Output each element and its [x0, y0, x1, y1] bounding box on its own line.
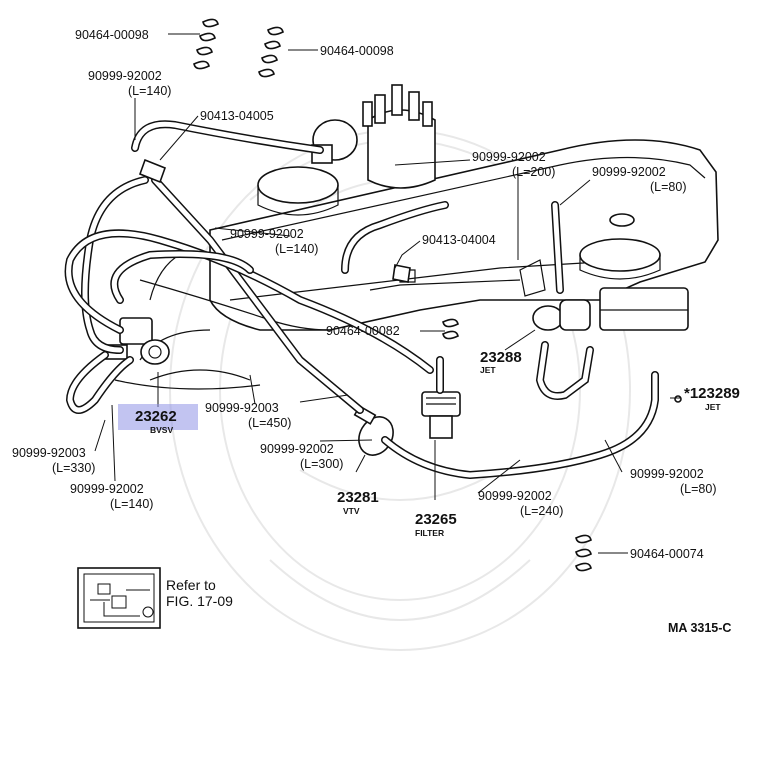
label-hose-1: 90999-92002: [88, 69, 162, 83]
label-filter-sub: FILTER: [415, 528, 444, 538]
label-hose-3-length: (L=80): [650, 180, 686, 194]
filter: [421, 391, 461, 439]
label-hose-9: 90999-92002: [630, 467, 704, 481]
label-clip-4: 90464-00074: [630, 547, 704, 561]
label-clip-2: 90464-00098: [320, 44, 394, 58]
label-hose-3: 90999-92002: [592, 165, 666, 179]
label-jet: 23288: [480, 349, 522, 366]
leader-lines: [94, 33, 680, 554]
vtv-valve: [353, 405, 394, 456]
label-hose-9-length: (L=80): [680, 482, 716, 496]
label-hose-8: 90999-92002: [260, 442, 334, 456]
label-hose-7: 90999-92002: [70, 482, 144, 496]
label-vtv: 23281: [337, 489, 379, 506]
label-bvsv-sub: BVSV: [150, 425, 173, 435]
part-labels: 90464-00098 90464-00098 90999-92002 (L=1…: [12, 28, 740, 561]
clip-parts: [138, 18, 682, 572]
label-hose-2: 90999-92002: [472, 150, 546, 164]
label-vtv-sub: VTV: [343, 506, 360, 516]
refer-box: Refer to FIG. 17-09: [77, 567, 233, 629]
engine-block: [114, 139, 719, 390]
label-joint-1: 90413-04005: [200, 109, 274, 123]
label-hose-7-length: (L=140): [110, 497, 153, 511]
label-hose-10: 90999-92002: [478, 489, 552, 503]
label-hose-8-length: (L=300): [300, 457, 343, 471]
refer-text-line2: FIG. 17-09: [166, 593, 233, 609]
vacuum-hoses: [64, 120, 659, 480]
refer-text-line1: Refer to: [166, 577, 216, 593]
carburetor: [257, 166, 661, 280]
label-hose-10-length: (L=240): [520, 504, 563, 518]
label-hose-4: 90999-92002: [230, 227, 304, 241]
distributor: [311, 84, 436, 189]
label-hose-5-length: (L=450): [248, 416, 291, 430]
jet-valve: [519, 259, 689, 331]
label-jet-2: *123289: [684, 385, 740, 402]
label-jet-sub: JET: [480, 365, 496, 375]
bvsv-highlight: [118, 404, 198, 430]
label-filter: 23265: [415, 511, 457, 528]
label-hose-5: 90999-92003: [205, 401, 279, 415]
figure-code: MA 3315-C: [668, 621, 731, 635]
label-joint-2: 90413-04004: [422, 233, 496, 247]
label-hose-6-length: (L=330): [52, 461, 95, 475]
label-hose-4-length: (L=140): [275, 242, 318, 256]
label-hose-1-length: (L=140): [128, 84, 171, 98]
label-hose-6: 90999-92003: [12, 446, 86, 460]
label-clip-3: 90464-00082: [326, 324, 400, 338]
label-clip-1: 90464-00098: [75, 28, 149, 42]
label-hose-2-length: (L=200): [512, 165, 555, 179]
label-bvsv: 23262: [135, 408, 177, 425]
label-jet-2-sub: JET: [705, 402, 721, 412]
